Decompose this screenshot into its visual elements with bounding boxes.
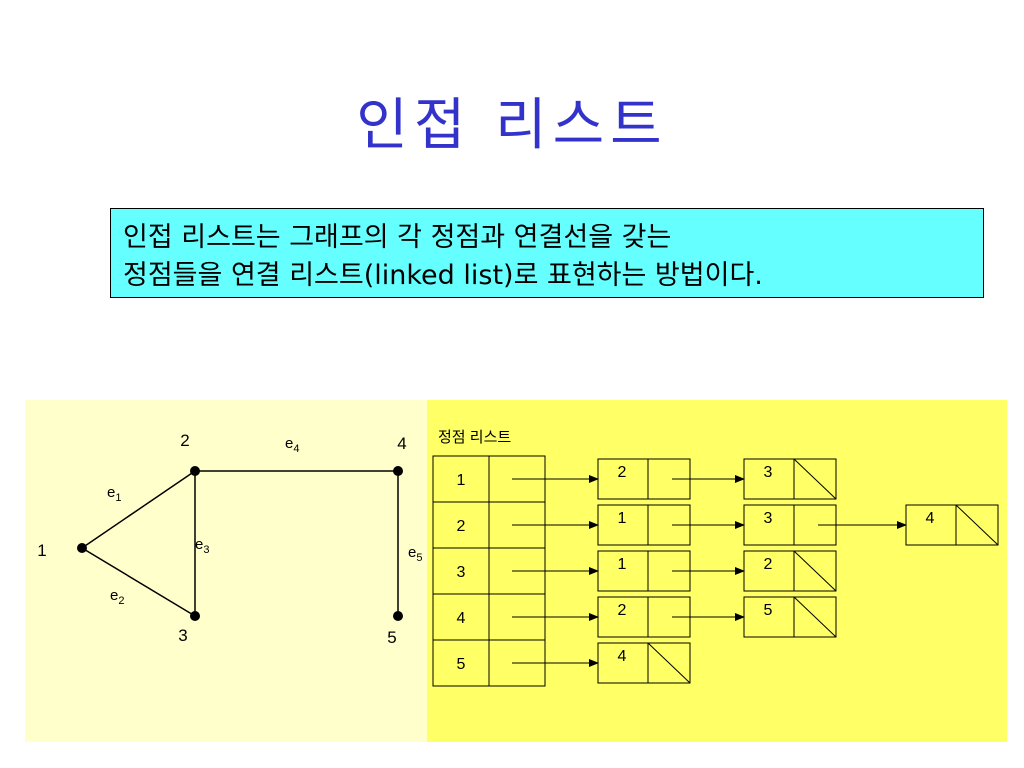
vertex-label-1: 1: [37, 541, 46, 560]
page-title: 인접 리스트: [356, 93, 668, 158]
vertex-table-cell-1: 1: [457, 472, 466, 489]
vertex-table-cell-5: 5: [457, 656, 466, 673]
list-node-value: 1: [618, 556, 627, 573]
vertex-table-cell-4: 4: [457, 610, 466, 627]
vertex-1: [77, 543, 87, 553]
vertex-table-cell-3: 3: [457, 564, 466, 581]
null-pointer-mark: [647, 642, 691, 684]
vertex-list-header: 정점 리스트: [438, 429, 511, 446]
graph-panel: [25, 400, 427, 742]
edge-label-e5: e5: [408, 544, 422, 564]
list-node-value: 2: [764, 556, 773, 573]
list-node-value: 2: [618, 602, 627, 619]
list-node-value: 3: [764, 464, 773, 481]
null-pointer-mark: [793, 550, 837, 592]
null-pointer-mark: [793, 458, 837, 500]
list-node: [743, 596, 837, 638]
edge-label-e2: e2: [110, 587, 124, 607]
list-node-value: 4: [926, 510, 935, 527]
edge-label-e3: e3: [195, 536, 209, 556]
list-node-value: 1: [618, 510, 627, 527]
list-node-value: 2: [618, 464, 627, 481]
list-node: [743, 550, 837, 592]
list-node: [743, 458, 837, 500]
vertex-label-2: 2: [180, 431, 189, 450]
list-node-value: 5: [764, 602, 773, 619]
edge-label-e1: e1: [107, 484, 121, 504]
definition-line-2: 정점들을 연결 리스트(linked list)로 표현하는 방법이다.: [123, 260, 763, 291]
null-pointer-mark: [955, 504, 999, 546]
list-node: [905, 504, 999, 546]
vertex-4: [393, 466, 403, 476]
list-node: [597, 642, 691, 684]
list-node-value: 3: [764, 510, 773, 527]
vertex-label-4: 4: [397, 434, 406, 453]
definition-box: 인접 리스트는 그래프의 각 정점과 연결선을 갖는 정점들을 연결 리스트(l…: [110, 208, 984, 298]
edge-e1: [81, 470, 196, 549]
vertex-3: [190, 611, 200, 621]
edge-label-e4: e4: [285, 435, 299, 455]
vertex-5: [393, 611, 403, 621]
vertex-table-cell-2: 2: [457, 518, 466, 535]
edge-e2: [81, 547, 196, 617]
list-node-value: 4: [618, 648, 627, 665]
vertex-2: [190, 466, 200, 476]
vertex-label-5: 5: [387, 628, 396, 647]
definition-line-1: 인접 리스트는 그래프의 각 정점과 연결선을 갖는: [123, 222, 672, 253]
null-pointer-mark: [793, 596, 837, 638]
vertex-label-3: 3: [178, 626, 187, 645]
